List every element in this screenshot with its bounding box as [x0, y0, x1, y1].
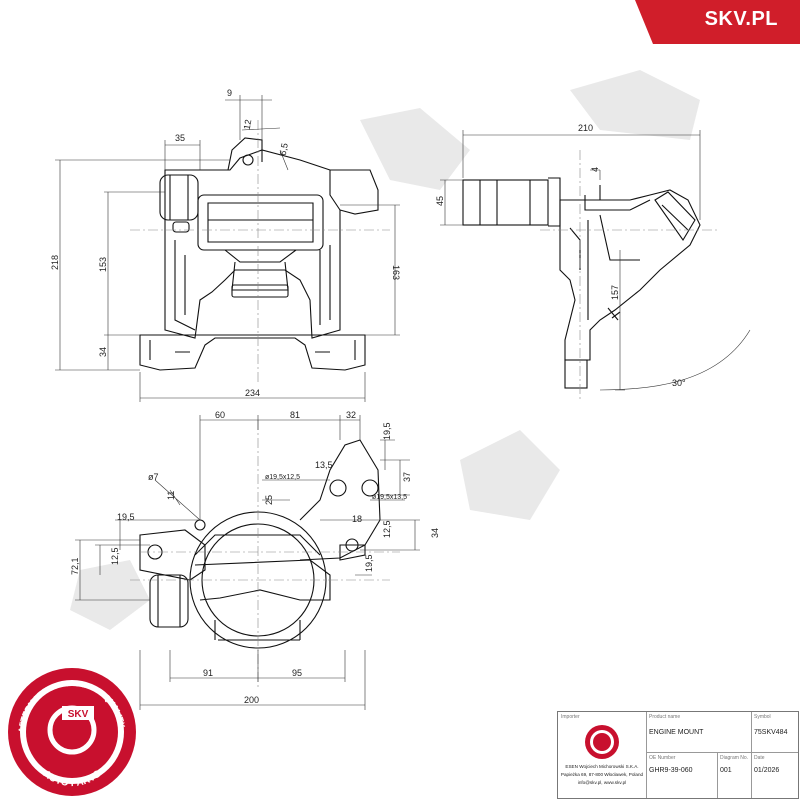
date-cell: Date 01/2026	[751, 753, 798, 798]
dim-6-5: 6,5	[278, 142, 290, 156]
diagram-no-label: Diagram No.	[720, 755, 749, 761]
dim-12: 12	[242, 119, 254, 131]
watermark	[70, 70, 700, 630]
oe-number: GHR9-39-060	[649, 767, 693, 774]
dim-81: 81	[290, 410, 300, 420]
product-name: ENGINE MOUNT	[649, 729, 704, 736]
dim-32: 32	[346, 410, 356, 420]
side-view-labels: 210 45 4 157 30°	[435, 123, 686, 388]
top-view	[130, 420, 400, 690]
dim-30-deg: 30°	[672, 378, 686, 388]
importer-logo-icon	[585, 725, 619, 759]
diagram-no: 001	[720, 767, 732, 774]
dim-234: 234	[245, 388, 260, 398]
dim-4: 4	[590, 167, 600, 172]
dim-18: 18	[352, 514, 362, 524]
dim-35: 35	[175, 133, 185, 143]
dim-34-top: 34	[430, 528, 440, 538]
dim-95: 95	[292, 668, 302, 678]
brand-banner: SKV.PL	[635, 0, 800, 44]
symbol-value: 75SKV484	[754, 729, 788, 736]
importer-cell: Importer ESEN Wojciech Michorowski S.K.A…	[558, 712, 647, 798]
dim-19-5-a: 19,5	[382, 422, 392, 440]
dim-25: 25	[264, 495, 274, 505]
side-view-dims	[440, 130, 751, 391]
dim-19-5-b: 19,5	[117, 512, 135, 522]
diagram-no-cell: Diagram No. 001	[717, 753, 752, 798]
front-view	[130, 120, 390, 385]
front-view-dims	[55, 95, 400, 402]
date-label: Date	[754, 755, 765, 761]
top-view-labels: 60 81 32 19,5 13,5 ø7 11 37 ø19,5x12,5 2…	[70, 410, 440, 705]
dim-45: 45	[435, 196, 445, 206]
side-view	[462, 150, 720, 400]
dim-37: 37	[402, 472, 412, 482]
title-block-divider	[646, 752, 798, 753]
dim-11: 11	[166, 491, 176, 500]
symbol-label: Symbol	[754, 714, 771, 720]
dim-200: 200	[244, 695, 259, 705]
seal-center-text: SKV	[68, 709, 89, 720]
importer-label: Importer	[561, 714, 580, 720]
dim-34: 34	[98, 347, 108, 357]
top-view-dims	[75, 415, 420, 710]
oe-number-label: OE Number	[649, 755, 676, 761]
dim-91: 91	[203, 668, 213, 678]
dim-72-1: 72,1	[70, 557, 80, 575]
importer-line-3: info@skv.pl, www.skv.pl	[577, 780, 627, 785]
dim-19-5-c: 19,5	[364, 554, 374, 572]
dim-12-5-b: 12,5	[110, 547, 120, 565]
dim-210: 210	[578, 123, 593, 133]
dim-d19-5x12-5: ø19,5x12,5	[265, 474, 300, 481]
dim-218: 218	[50, 255, 60, 270]
dim-9: 9	[227, 88, 232, 98]
dim-12-5-a: 12,5	[382, 520, 392, 538]
brand-name: SKV.PL	[704, 8, 778, 30]
front-view-labels: 9 12 6,5 35 218 153 163 34 234	[50, 88, 401, 398]
brand-shape	[635, 0, 800, 44]
skv-seal-logo: AFTERMARKET PRICE • OF QUALITY • AUTO PA…	[8, 668, 136, 796]
dim-60: 60	[215, 410, 225, 420]
dim-d19-5x13-5: ø19,5x13,5	[372, 494, 407, 501]
importer-line-2: Papieżka 69, 87-800 Włocławek, Poland	[560, 772, 644, 777]
oe-number-cell: OE Number GHR9-39-060	[646, 753, 718, 798]
dim-13-5: 13,5	[315, 460, 333, 470]
dim-d7: ø7	[148, 472, 159, 482]
dim-153: 153	[98, 257, 108, 272]
title-block: Importer ESEN Wojciech Michorowski S.K.A…	[557, 711, 799, 799]
importer-line-1: ESEN Wojciech Michorowski S.K.A.	[565, 764, 639, 769]
product-name-cell: Product name ENGINE MOUNT	[646, 712, 752, 752]
dim-163: 163	[391, 265, 401, 280]
symbol-cell: Symbol 75SKV484	[751, 712, 798, 752]
dim-157: 157	[610, 285, 620, 300]
date-value: 01/2026	[754, 767, 780, 774]
product-name-label: Product name	[649, 714, 681, 720]
